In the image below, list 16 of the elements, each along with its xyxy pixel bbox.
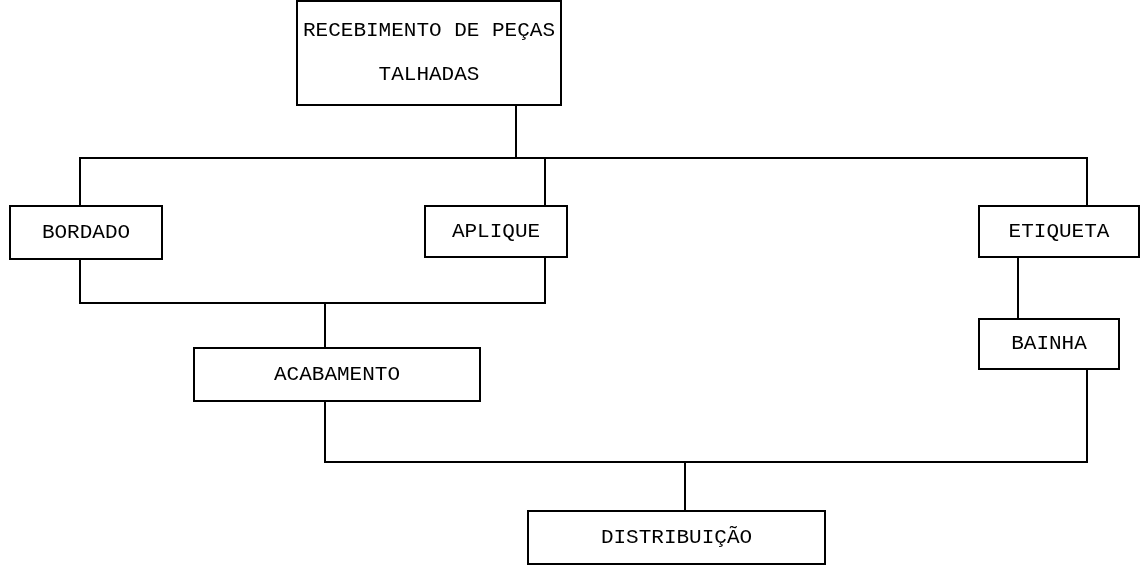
box-label: ETIQUETA xyxy=(1008,218,1110,245)
process-box xyxy=(527,510,826,565)
box-label: BORDADO xyxy=(41,219,131,246)
box-label: RECEBIMENTO DE PEÇAS TALHADAS xyxy=(301,18,556,88)
box-label: APLIQUE xyxy=(451,218,541,245)
connector-line xyxy=(1017,257,1019,319)
process-box xyxy=(978,205,1140,258)
box-label: BAINHA xyxy=(1011,331,1087,357)
process-box xyxy=(296,0,562,106)
process-box xyxy=(9,205,163,260)
box-label: DISTRIBUIÇÃO xyxy=(600,524,753,551)
box-label: ACABAMENTO xyxy=(274,361,400,388)
process-box xyxy=(193,347,481,402)
process-box xyxy=(424,205,568,258)
process-box xyxy=(978,318,1120,370)
connector-line xyxy=(324,257,546,348)
